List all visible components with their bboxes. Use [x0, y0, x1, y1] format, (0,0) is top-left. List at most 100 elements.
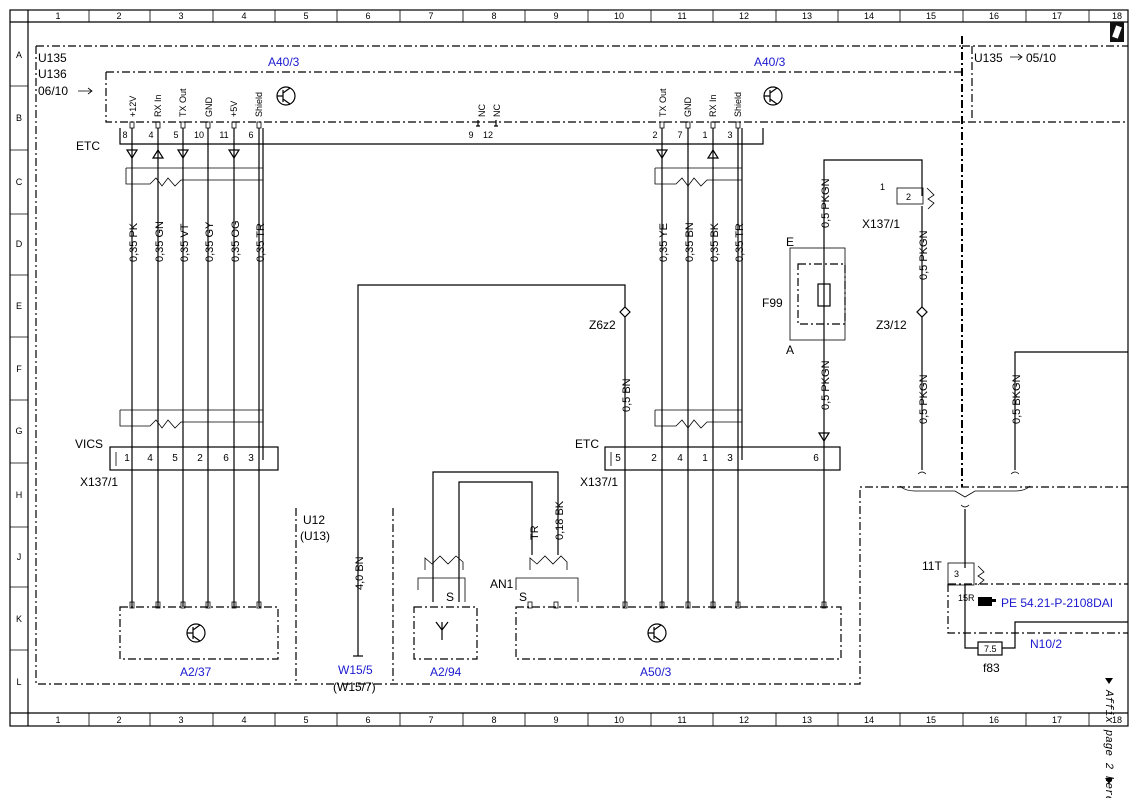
z3-12-label: Z3/12 [876, 318, 907, 332]
ref-label: 06/10 [38, 84, 68, 98]
left-wire-bundle: 0,35 PK 0,35 GN 0,35 VT 0,35 GY 0,35 OG … [119, 128, 267, 607]
wire-label: 0,35 VT [179, 223, 191, 262]
wire-label: 0,35 GN [154, 221, 166, 262]
etc-top-label: ETC [76, 139, 100, 153]
u135-right-ref: 05/10 [1026, 51, 1056, 65]
a40-module: A40/3 A40/3 [268, 55, 786, 106]
svg-text:2: 2 [197, 453, 203, 464]
affix-note: Affix page 2 here [1102, 678, 1114, 798]
row-letter: J [17, 552, 22, 562]
z6z2-splice: Z6z2 0,5 BN [589, 306, 633, 607]
svg-text:6: 6 [223, 453, 229, 464]
wire-label: 0,35 TR [255, 223, 267, 262]
a2-94-label: A2/94 [430, 665, 462, 679]
col-number: 11 [677, 715, 686, 725]
col-number: 10 [614, 715, 624, 725]
antenna-icon [435, 621, 449, 640]
wire-label: 0,35 GY [204, 221, 216, 262]
wire-label: 0,5 PKGN [918, 230, 930, 280]
svg-text:TX Out: TX Out [658, 88, 668, 117]
col-number: 6 [365, 715, 370, 725]
svg-text:6: 6 [248, 130, 253, 140]
a2-37-label: A2/37 [180, 665, 212, 679]
a2-94-module: S A2/94 TR 0,18 BK AN1 [413, 471, 579, 679]
row-letter: G [15, 426, 22, 436]
u13-label: (U13) [300, 529, 330, 543]
u12-label: U12 [303, 513, 325, 527]
col-number: 13 [802, 715, 812, 725]
row-letter: B [16, 113, 22, 123]
svg-text:15R: 15R [958, 593, 975, 603]
svg-text:1: 1 [124, 453, 130, 464]
svg-text:10: 10 [194, 130, 204, 140]
col-number: 11 [677, 11, 686, 21]
boundary-labels: U135 U136 06/10 U135 05/10 U12 (U13) [38, 51, 1056, 543]
transistor-icon [186, 623, 206, 643]
f99-fuse: E A F99 0,5 PKGN 0,5 PKGN [762, 159, 923, 607]
svg-text:12: 12 [483, 130, 493, 140]
col-number: 16 [989, 715, 999, 725]
svg-text:RX In: RX In [708, 94, 718, 117]
wire-label: 0,35 OG [230, 220, 242, 262]
svg-text:+12V: +12V [128, 96, 138, 117]
wire-label: 0,35 TR [734, 223, 746, 262]
x137-top-connector: 1 2 X137/1 0,5 PKGN [862, 182, 935, 307]
11t-label: 11T [922, 559, 942, 573]
a40-left-label: A40/3 [268, 55, 300, 69]
w15-7-label: (W15/7) [333, 680, 376, 694]
row-letter: E [16, 301, 22, 311]
col-number: 6 [365, 11, 370, 21]
col-number: 15 [926, 715, 936, 725]
svg-text:2: 2 [906, 192, 911, 202]
col-number: 17 [1052, 11, 1062, 21]
vics-connector: VICS 1 4 5 2 6 3 X137/1 [75, 437, 279, 489]
wire-label: 0,18 BK [554, 500, 566, 540]
n10-2-label: N10/2 [1030, 637, 1062, 651]
row-ruler: A B C D E F G H J K L [10, 50, 28, 687]
s-label: S [519, 590, 527, 604]
col-number: 5 [303, 715, 308, 725]
top-pins-right: 2 7 1 3 TX Out GND RX In Shield [652, 88, 743, 140]
row-letter: D [16, 239, 23, 249]
u136-label: U136 [38, 67, 67, 81]
hand-pointer-icon [978, 597, 996, 606]
svg-text:1: 1 [702, 130, 707, 140]
a40-right-label: A40/3 [754, 55, 786, 69]
col-number: 8 [491, 11, 496, 21]
u135-right-label: U135 [974, 51, 1003, 65]
wire-label: 0,35 BK [709, 222, 721, 262]
svg-text:NC: NC [492, 104, 502, 117]
transistor-icon [276, 86, 296, 106]
svg-text:1: 1 [880, 182, 885, 192]
wire-label: 4,0 BN [354, 556, 366, 590]
col-number: 1 [55, 715, 60, 725]
svg-text:GND: GND [204, 97, 214, 118]
col-number: 1 [55, 11, 60, 21]
etc-bottom-label: ETC [575, 437, 599, 451]
vics-label: VICS [75, 437, 103, 451]
col-number: 17 [1052, 715, 1062, 725]
bkgn-wire: 0,5 BKGN [1010, 351, 1128, 475]
svg-text:2: 2 [651, 453, 657, 464]
col-number: 18 [1112, 11, 1122, 21]
svg-text:RX In: RX In [153, 94, 163, 117]
svg-text:4: 4 [147, 453, 153, 464]
corner-tab-icon [1110, 22, 1124, 42]
wire-label: 0,35 YE [658, 223, 670, 262]
row-letter: A [16, 50, 22, 60]
affix-text: Affix page 2 here [1102, 689, 1114, 798]
svg-text:+5V: +5V [229, 101, 239, 117]
row-letter: H [16, 490, 23, 500]
an1-label: AN1 [490, 577, 514, 591]
svg-text:5: 5 [615, 453, 621, 464]
z6z2-label: Z6z2 [589, 318, 616, 332]
svg-text:NC: NC [477, 104, 487, 117]
etc-bottom-connector: ETC 5 2 4 1 3 6 X137/1 [575, 437, 841, 489]
right-wire-bundle: 0,35 YE 0,35 BN 0,35 BK 0,35 TR [654, 128, 746, 607]
x137-left-label: X137/1 [80, 475, 118, 489]
svg-text:Shield: Shield [733, 92, 743, 117]
col-number: 7 [428, 11, 433, 21]
col-number: 5 [303, 11, 308, 21]
svg-text:3: 3 [727, 130, 732, 140]
